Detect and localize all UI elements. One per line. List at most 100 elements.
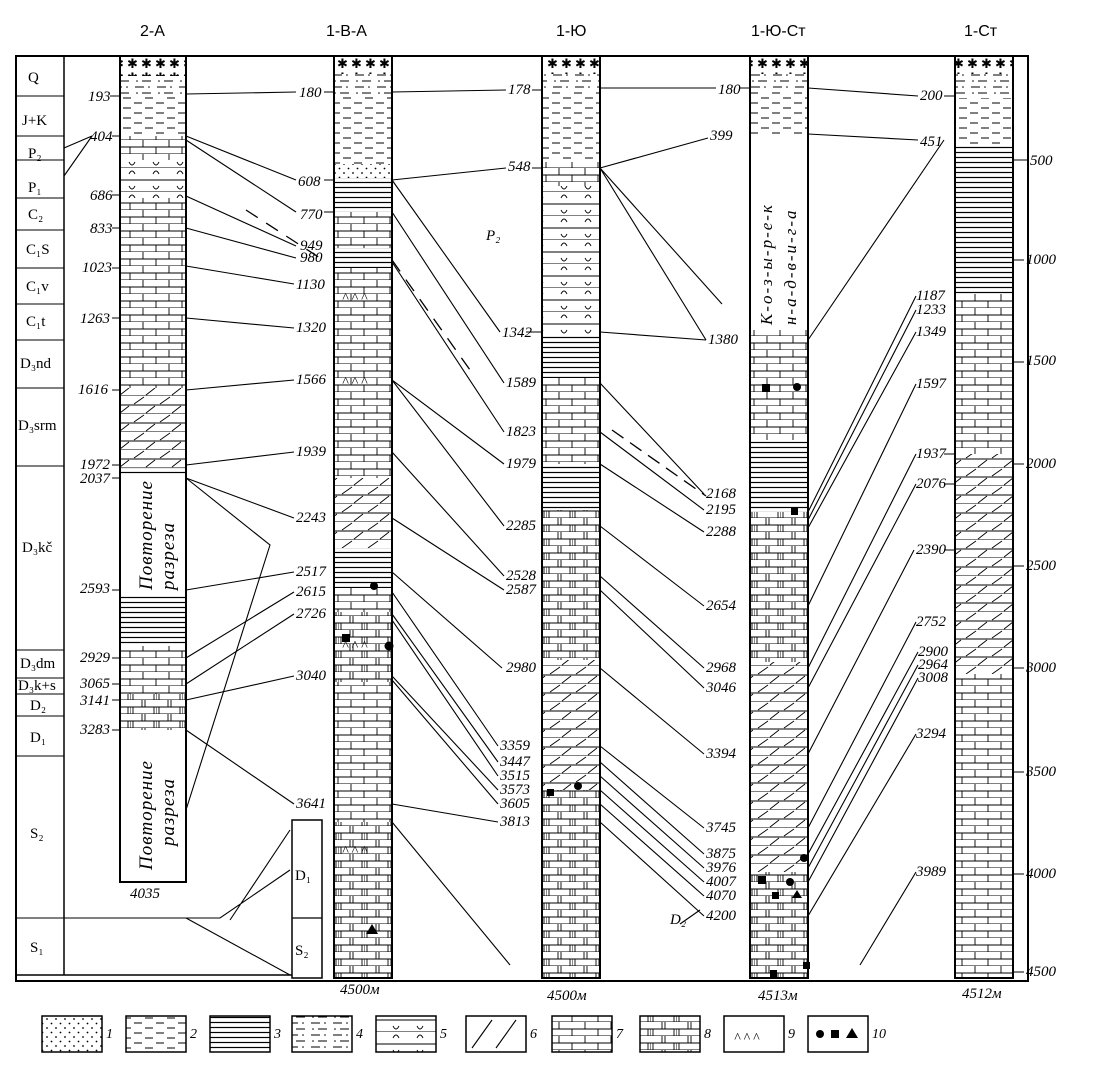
depth-1YuSt-3875: 3875 (705, 846, 737, 862)
depth-1YuSt-2288: 2288 (706, 524, 737, 540)
depth-1YuSt-4007: 4007 (706, 874, 738, 890)
strat-label-C1v: C₁v (26, 279, 49, 295)
depth-2A-1972: 1972 (80, 457, 111, 473)
depth-1Yu-2587: 2587 (506, 582, 538, 598)
legend-item-9-anhydrite-inclusions: ^ ^ ^ 9 (723, 1015, 795, 1053)
legend-item-6-dolomite: 6 (465, 1015, 537, 1053)
depth-1VA-1130: 1130 (296, 277, 325, 293)
depth-1YuSt-180: 180 (718, 82, 741, 98)
strat-label-D3dm: D₃dm (20, 656, 56, 672)
depth-1St-2964: 2964 (918, 657, 949, 673)
repeat-text-2A-bottom-2: разреза (158, 778, 179, 848)
depth-1VA-2243: 2243 (296, 510, 326, 526)
well-name-2A: 2-А (140, 23, 165, 40)
strat-label-S2: S₂ (30, 826, 44, 842)
depth-1YuSt-2195: 2195 (706, 502, 737, 518)
well-column-1St: 4512м (954, 55, 1014, 1002)
depth-1St-451: 451 (920, 134, 943, 150)
well-name-1YuSt: 1-Ю-Ст (751, 23, 806, 40)
total-depth-1St: 4512м (962, 986, 1002, 1002)
depth-tick-4500: 4500 (1026, 964, 1057, 980)
correlation-lines (64, 87, 955, 976)
depth-1Yu-1979: 1979 (506, 456, 537, 472)
depth-1YuSt-3046: 3046 (705, 680, 737, 696)
legend-label-2: 2 (190, 1027, 197, 1042)
depth-1St-1937: 1937 (916, 446, 948, 462)
depth-1VA-1939: 1939 (296, 444, 327, 460)
depth-1VA-949: 949 (300, 238, 323, 254)
strat-label-D3srm: D₃srm (18, 418, 57, 434)
depth-1YuSt-399: 399 (709, 128, 733, 144)
legend-label-1: 1 (106, 1027, 113, 1042)
total-depth-1VA: 4500м (340, 982, 380, 998)
repeat-text-2A-top-2: разреза (158, 522, 179, 592)
depth-labels-1VA: 180 608 770 949 980 1130 1320 1566 1939 … (295, 85, 328, 812)
repeat-text-2A-bottom-1: Повторение (136, 760, 157, 871)
depth-2A-1023: 1023 (82, 260, 112, 276)
legend-label-10: 10 (872, 1027, 886, 1042)
thrust-label-2: н-а-д-в-и-г-а (781, 208, 800, 325)
legend-label-3: 3 (273, 1027, 281, 1042)
legend-label-4: 4 (356, 1027, 363, 1042)
small-col-label-D1: D₁ (295, 868, 311, 884)
legend-item-3-argillite: 3 (209, 1015, 281, 1053)
depth-1VA-770: 770 (300, 207, 323, 223)
depth-2A-833: 833 (90, 221, 113, 237)
depth-1VA-1566: 1566 (296, 372, 327, 388)
legend-label-6: 6 (530, 1027, 537, 1042)
depth-1VA-2726: 2726 (296, 606, 327, 622)
depth-1Yu-1823: 1823 (506, 424, 536, 440)
depth-tick-3000: 3000 (1025, 660, 1057, 676)
well-headers: 2-А 1-В-А 1-Ю 1-Ю-Ст 1-Ст (140, 23, 998, 40)
depth-1St-2752: 2752 (916, 614, 947, 630)
small-section-column: D₁ S₂ (291, 819, 323, 979)
depth-1St-200: 200 (920, 88, 943, 104)
depth-1VA-2517: 2517 (296, 564, 328, 580)
depth-1YuSt-3976: 3976 (705, 860, 737, 876)
depth-1VA-608: 608 (298, 174, 321, 190)
depth-1St-3989: 3989 (915, 864, 947, 880)
depth-1Yu-1342: 1342 (502, 325, 533, 341)
depth-1Yu-548: 548 (508, 159, 531, 175)
strat-label-S1: S₁ (30, 940, 44, 956)
well-name-1VA: 1-В-А (326, 23, 367, 40)
depth-1YuSt-1380: 1380 (708, 332, 739, 348)
legend-label-8: 8 (704, 1027, 711, 1042)
total-depth-1Yu: 4500м (547, 988, 587, 1004)
depth-1Yu-1589: 1589 (506, 375, 537, 391)
depth-1St-1349: 1349 (916, 324, 947, 340)
depth-1Yu-3515: 3515 (499, 768, 531, 784)
depth-tick-500: 500 (1030, 153, 1053, 169)
depth-1St-3008: 3008 (917, 670, 949, 686)
depth-labels-1YuSt: 180 399 1380 2168 2195 2288 2654 2968 30… (669, 82, 741, 928)
depth-2A-1616: 1616 (78, 382, 109, 398)
depth-labels-1Yu: 178 548 1342 1589 1823 1979 2285 2528 25… (485, 82, 538, 830)
strat-label-P1: P₁ (28, 180, 42, 196)
strat-label-C1S: C₁S (26, 242, 50, 258)
well-name-1St: 1-Ст (964, 23, 998, 40)
svg-text:^ ^ ^: ^ ^ ^ (734, 1031, 760, 1046)
strat-label-D1: D₁ (30, 730, 46, 746)
depth-1YuSt-2654: 2654 (706, 598, 737, 614)
depth-1St-2900: 2900 (918, 644, 949, 660)
depth-labels-1St: 200 451 1187 1233 1349 1597 1937 2076 23… (915, 88, 949, 880)
depth-1Yu-3573: 3573 (499, 782, 530, 798)
depth-1VA-980: 980 (300, 250, 323, 266)
depth-1YuSt-3745: 3745 (705, 820, 737, 836)
depth-labels-2A: 193 404 686 833 1023 1263 1616 1972 2037… (63, 89, 120, 738)
strat-label-D3kc: D₃kč (22, 540, 53, 556)
strat-label-D3ks: D₃k+s (18, 678, 56, 694)
small-col-label-S2: S₂ (295, 943, 309, 959)
depth-1Yu-178: 178 (508, 82, 531, 98)
depth-2A-2593: 2593 (80, 581, 110, 597)
svg-text:^ ^ ^: ^ ^ ^ (342, 639, 368, 654)
depth-1VA-180: 180 (299, 85, 322, 101)
depth-1Yu-3447: 3447 (499, 754, 532, 770)
depth-1YuSt-4070: 4070 (706, 888, 737, 904)
depth-2A-686: 686 (90, 188, 113, 204)
well-column-1VA: ^ ^ ^ ^ ^ ^ ^ ^ ^ ^ ^ ^ 4500м (333, 55, 394, 998)
svg-text:^ ^ ^: ^ ^ ^ (342, 844, 368, 859)
depth-1VA-1320: 1320 (296, 320, 327, 336)
